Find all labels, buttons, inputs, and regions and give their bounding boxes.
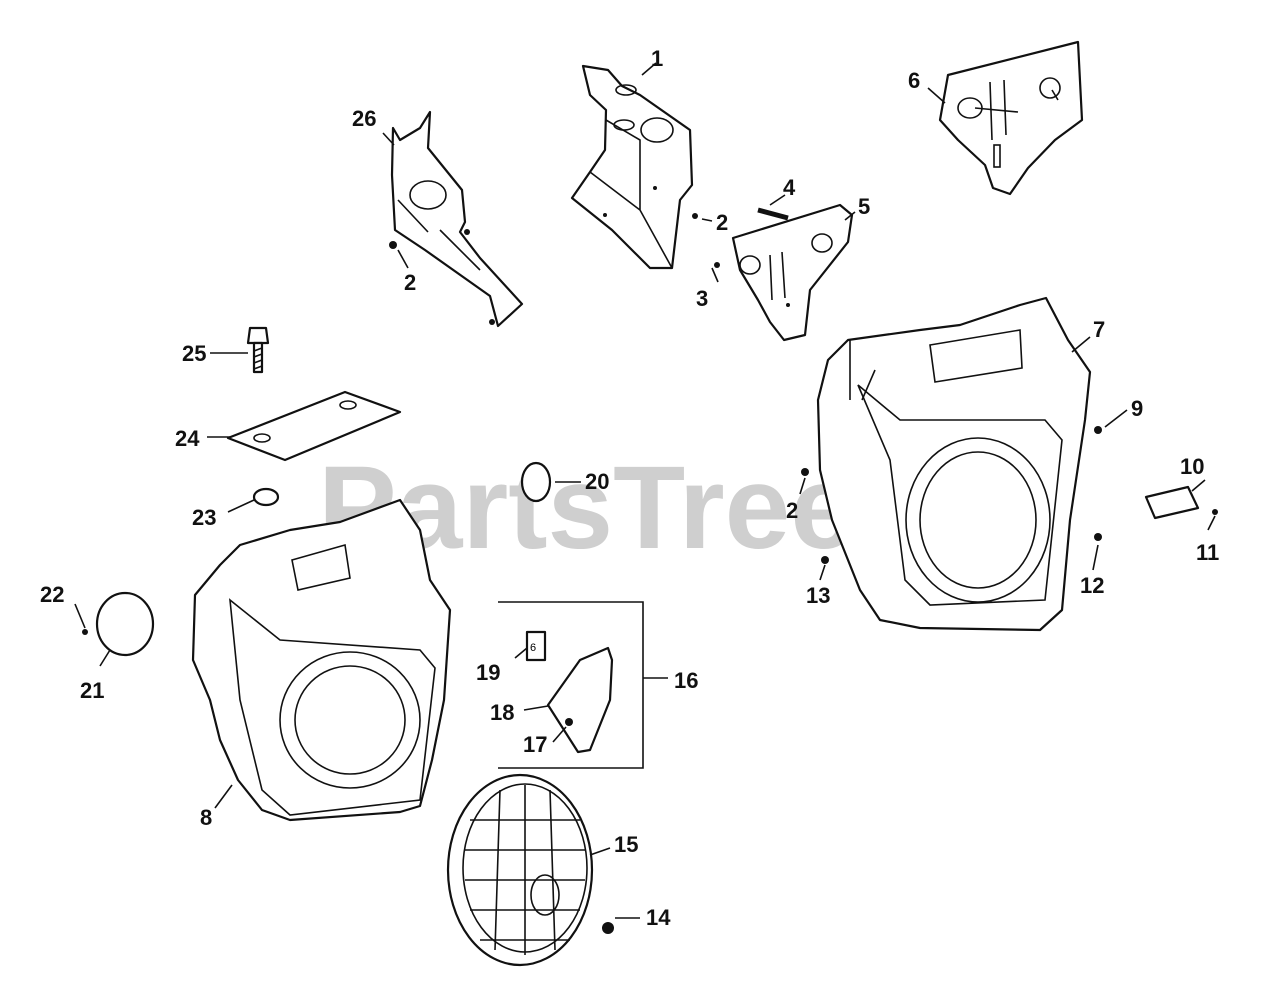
part-25-bolt[interactable] <box>246 326 270 374</box>
part-7-blower-housing[interactable] <box>816 296 1092 632</box>
callout-6: 6 <box>908 68 920 93</box>
callout-13: 13 <box>806 583 830 608</box>
callout-2: 2 <box>786 498 798 523</box>
callout-8: 8 <box>200 805 212 830</box>
leader-lines <box>74 62 1216 919</box>
part-16-kit-bracket <box>498 601 644 769</box>
svg-text:6: 6 <box>530 642 536 654</box>
callout-11: 11 <box>1196 540 1219 565</box>
callout-3: 3 <box>696 286 708 311</box>
part-18-shield[interactable] <box>546 646 614 754</box>
part-15-fan-guard[interactable] <box>446 773 594 967</box>
part-5-plate[interactable] <box>731 203 854 342</box>
part-10-plate[interactable] <box>1144 485 1200 520</box>
callout-5: 5 <box>858 194 870 219</box>
part-19-tag[interactable]: 6 <box>525 630 547 662</box>
callout-4: 4 <box>783 175 796 200</box>
part-8-blower-housing[interactable] <box>191 498 452 822</box>
callout-10: 10 <box>1180 454 1204 479</box>
callout-14: 14 <box>646 905 671 930</box>
part-20-plug[interactable] <box>520 461 552 503</box>
callout-12: 12 <box>1080 573 1104 598</box>
callout-20: 20 <box>585 469 609 494</box>
callout-23: 23 <box>192 505 216 530</box>
callout-25: 25 <box>182 341 206 366</box>
callout-26: 26 <box>352 106 376 131</box>
callout-9: 9 <box>1131 396 1143 421</box>
callout-15: 15 <box>614 832 638 857</box>
callout-22: 22 <box>40 582 64 607</box>
part-4-pin[interactable] <box>757 207 789 221</box>
callout-21: 21 <box>80 678 104 703</box>
part-6-plate[interactable] <box>938 40 1084 196</box>
callout-19: 19 <box>476 660 500 685</box>
callout-17: 17 <box>523 732 547 757</box>
part-24-plate[interactable] <box>226 390 402 462</box>
callout-2: 2 <box>404 270 416 295</box>
part-23-grommet[interactable] <box>252 487 280 507</box>
screws[interactable] <box>82 213 1218 934</box>
callout-18: 18 <box>490 700 514 725</box>
callout-2: 2 <box>716 210 728 235</box>
callout-7: 7 <box>1093 317 1105 342</box>
callout-24: 24 <box>175 426 200 451</box>
part-1-baffle[interactable] <box>570 64 694 270</box>
part-26-baffle[interactable] <box>390 110 524 328</box>
callout-16: 16 <box>674 668 698 693</box>
part-21-cover[interactable] <box>95 591 155 657</box>
callout-1: 1 <box>651 46 663 71</box>
